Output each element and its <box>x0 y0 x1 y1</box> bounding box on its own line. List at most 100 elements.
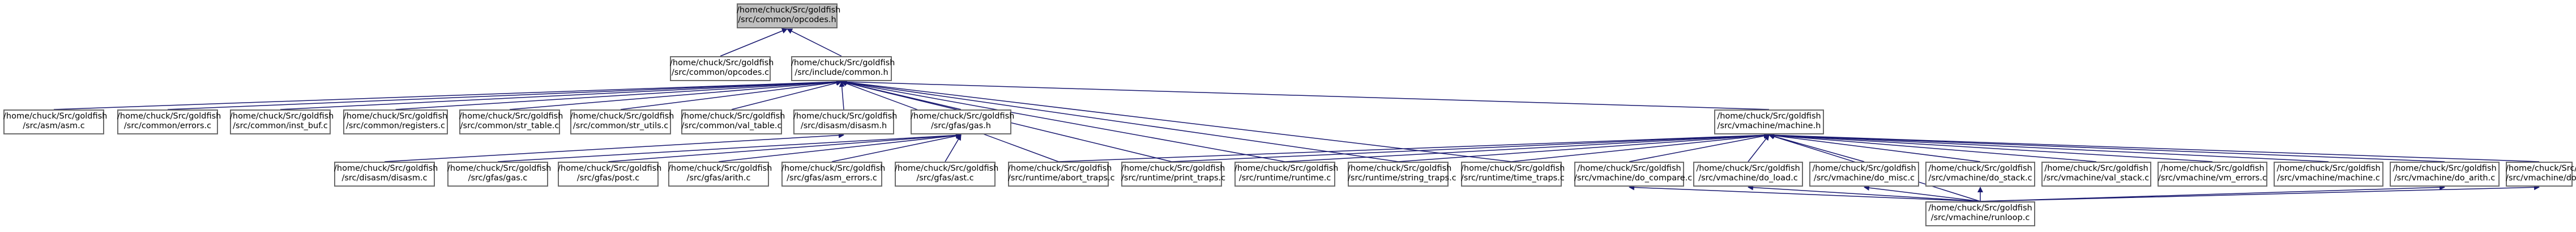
node-path-line1: /home/chuck/Src/goldfish <box>447 164 552 173</box>
graph-node-string-traps-c[interactable]: /home/chuck/Src/goldfish/src/runtime/str… <box>1348 162 1456 187</box>
node-label: /home/chuck/Src/goldfish/src/vmachine/do… <box>1809 164 1919 183</box>
node-box <box>681 109 782 134</box>
graph-node-val-stack-c[interactable]: /home/chuck/Src/goldfish/src/vmachine/va… <box>2041 162 2151 187</box>
edge-str-utils-c-to-common-h <box>620 79 842 110</box>
node-box <box>570 109 671 134</box>
graph-node-errors-c[interactable]: /home/chuck/Src/goldfish/src/common/erro… <box>117 109 221 134</box>
graph-node-do-stack-c[interactable]: /home/chuck/Src/goldfish/src/vmachine/do… <box>1925 162 2035 187</box>
node-box <box>895 162 996 187</box>
node-box <box>1008 162 1109 187</box>
graph-node-str-table-c[interactable]: /home/chuck/Src/goldfish/src/common/str_… <box>459 109 563 134</box>
graph-node-do-load-c[interactable]: /home/chuck/Src/goldfish/src/vmachine/do… <box>1693 162 1803 187</box>
node-label: /home/chuck/Src/goldfish/src/vmachine/do… <box>1925 164 2035 183</box>
graph-node-runtime-c[interactable]: /home/chuck/Src/goldfish/src/runtime/run… <box>1234 162 1338 187</box>
node-box <box>447 162 548 187</box>
node-path-line1: /home/chuck/Src/goldfish <box>1928 164 2032 173</box>
edge-do-stack-c-to-machine-h <box>1768 133 1981 162</box>
node-label: /home/chuck/Src/goldfish/src/gfas/ast.c <box>895 164 998 183</box>
edge-machine-h-to-common-h <box>841 79 1770 110</box>
graph-node-disasm-h[interactable]: /home/chuck/Src/goldfish/src/disasm/disa… <box>793 109 898 134</box>
edge-runloop-c-to-do-branch-c <box>1980 184 2540 202</box>
graph-node-gas-c[interactable]: /home/chuck/Src/goldfish/src/gfas/gas.c <box>447 162 552 187</box>
node-path-line2: /src/disasm/disasm.h <box>800 121 887 130</box>
edge-string-traps-c-to-machine-h <box>1398 132 1770 162</box>
node-box <box>1348 162 1449 187</box>
node-label: /home/chuck/Src/goldfish/src/gfas/gas.c <box>447 164 552 183</box>
node-path-line1: /home/chuck/Src/goldfish <box>1717 112 1821 121</box>
node-box <box>1234 162 1335 187</box>
graph-node-disasm-c[interactable]: /home/chuck/Src/goldfish/src/disasm/disa… <box>334 162 438 187</box>
graph-node-time-traps-c[interactable]: /home/chuck/Src/goldfish/src/runtime/tim… <box>1461 162 1565 187</box>
graph-node-opcodes-c[interactable]: /home/chuck/Src/goldfish/src/common/opco… <box>670 56 774 81</box>
graph-node-vm-errors-c[interactable]: /home/chuck/Src/goldfish/src/vmachine/vm… <box>2158 162 2267 187</box>
node-path-line1: /home/chuck/Src/goldfish <box>459 112 563 121</box>
node-label: /home/chuck/Src/goldfish/src/vmachine/ma… <box>1714 112 1824 131</box>
node-label: /home/chuck/Src/goldfish/src/runtime/pri… <box>1121 164 1225 183</box>
node-box <box>343 109 448 134</box>
graph-node-asm-c[interactable]: /home/chuck/Src/goldfish/src/asm/asm.c <box>3 109 107 134</box>
edge-post-c-to-gas-h <box>608 132 962 162</box>
node-label: /home/chuck/Src/goldfish/src/gfas/asm_er… <box>781 164 885 183</box>
node-path-line2: /src/gfas/arith.c <box>686 174 751 183</box>
edge-do-misc-c-to-machine-h <box>1768 133 1865 162</box>
node-box <box>459 109 560 134</box>
node-box <box>2506 162 2573 187</box>
node-path-line2: /src/gfas/ast.c <box>916 174 974 183</box>
edge-common-h-to-opcodes-h <box>787 28 842 57</box>
graph-node-arith-c[interactable]: /home/chuck/Src/goldfish/src/gfas/arith.… <box>668 162 772 187</box>
node-label: /home/chuck/Src/goldfish/src/include/com… <box>791 58 895 78</box>
graph-node-ast-c[interactable]: /home/chuck/Src/goldfish/src/gfas/ast.c <box>895 162 998 187</box>
node-path-line2: /src/vmachine/do_compare.c <box>1574 174 1693 183</box>
graph-node-do-branch-c[interactable]: /home/chuck/Src/goldfish/src/vmachine/do… <box>2506 162 2576 187</box>
node-box <box>3 109 104 134</box>
graph-node-opcodes-h[interactable]: /home/chuck/Src/goldfish/src/common/opco… <box>737 3 841 28</box>
graph-node-runloop-c[interactable]: /home/chuck/Src/goldfish/src/vmachine/ru… <box>1925 201 2035 226</box>
node-path-line1: /home/chuck/Src/goldfish <box>2276 164 2381 173</box>
graph-node-print-traps-c[interactable]: /home/chuck/Src/goldfish/src/runtime/pri… <box>1121 162 1225 187</box>
graph-node-inst-buf-c[interactable]: /home/chuck/Src/goldfish/src/common/inst… <box>230 109 334 134</box>
node-label: /home/chuck/Src/goldfish/src/runtime/abo… <box>1008 164 1115 183</box>
node-label: /home/chuck/Src/goldfish/src/common/erro… <box>117 112 221 131</box>
node-path-line1: /home/chuck/Src/goldfish <box>1696 164 1800 173</box>
graph-node-do-arith-c[interactable]: /home/chuck/Src/goldfish/src/vmachine/do… <box>2390 162 2500 187</box>
node-path-line2: /src/vmachine/do_stack.c <box>1928 174 2032 183</box>
node-box <box>2158 162 2267 187</box>
node-box <box>1693 162 1803 187</box>
node-path-line2: /src/common/opcodes.c <box>671 68 770 77</box>
node-path-line1: /home/chuck/Src/goldfish <box>558 164 662 173</box>
graph-node-do-misc-c[interactable]: /home/chuck/Src/goldfish/src/vmachine/do… <box>1809 162 1919 187</box>
node-label: /home/chuck/Src/goldfish/src/vmachine/do… <box>2506 164 2576 183</box>
edge-time-traps-c-to-machine-h <box>1511 132 1770 162</box>
node-label: /home/chuck/Src/goldfish/src/gfas/gas.h <box>911 112 1014 131</box>
node-path-line2: /src/common/opcodes.h <box>738 15 836 24</box>
edge-vm-errors-c-to-machine-h <box>1768 132 2213 162</box>
node-path-line1: /home/chuck/Src/goldfish <box>1812 164 1916 173</box>
node-path-line1: /home/chuck/Src/goldfish <box>1008 164 1112 173</box>
node-box <box>334 162 435 187</box>
graph-node-val-table-c[interactable]: /home/chuck/Src/goldfish/src/common/val_… <box>681 109 785 134</box>
graph-node-asm-errors-c[interactable]: /home/chuck/Src/goldfish/src/gfas/asm_er… <box>781 162 885 187</box>
node-label: /home/chuck/Src/goldfish/src/gfas/arith.… <box>668 164 772 183</box>
edge-do-load-c-to-machine-h <box>1748 134 1770 162</box>
graph-node-common-h[interactable]: /home/chuck/Src/goldfish/src/include/com… <box>791 56 895 81</box>
node-path-line1: /home/chuck/Src/goldfish <box>1461 164 1565 173</box>
node-path-line1: /home/chuck/Src/goldfish <box>737 6 841 15</box>
node-box <box>117 109 218 134</box>
graph-node-post-c[interactable]: /home/chuck/Src/goldfish/src/gfas/post.c <box>558 162 662 187</box>
node-path-line2: /src/vmachine/do_misc.c <box>1813 174 1915 183</box>
node-box <box>793 109 894 134</box>
graph-node-gas-h[interactable]: /home/chuck/Src/goldfish/src/gfas/gas.h <box>911 109 1014 134</box>
node-path-line1: /home/chuck/Src/goldfish <box>570 112 674 121</box>
graph-node-registers-c[interactable]: /home/chuck/Src/goldfish/src/common/regi… <box>343 109 448 134</box>
graph-node-machine-h[interactable]: /home/chuck/Src/goldfish/src/vmachine/ma… <box>1714 109 1824 134</box>
node-path-line1: /home/chuck/Src/goldfish <box>793 112 898 121</box>
edge-print-traps-c-to-machine-h <box>1171 132 1770 162</box>
graph-node-machine-c[interactable]: /home/chuck/Src/goldfish/src/vmachine/ma… <box>2274 162 2383 187</box>
edge-do-branch-c-to-machine-h <box>1768 132 2540 162</box>
graph-node-do-compare-c[interactable]: /home/chuck/Src/goldfish/src/vmachine/do… <box>1574 162 1693 187</box>
graph-node-abort-traps-c[interactable]: /home/chuck/Src/goldfish/src/runtime/abo… <box>1008 162 1115 187</box>
node-path-line2: /src/vmachine/runloop.c <box>1930 213 2030 222</box>
edge-registers-c-to-common-h <box>395 79 842 110</box>
graph-node-str-utils-c[interactable]: /home/chuck/Src/goldfish/src/common/str_… <box>570 109 674 134</box>
node-label: /home/chuck/Src/goldfish/src/vmachine/vm… <box>2158 164 2267 183</box>
